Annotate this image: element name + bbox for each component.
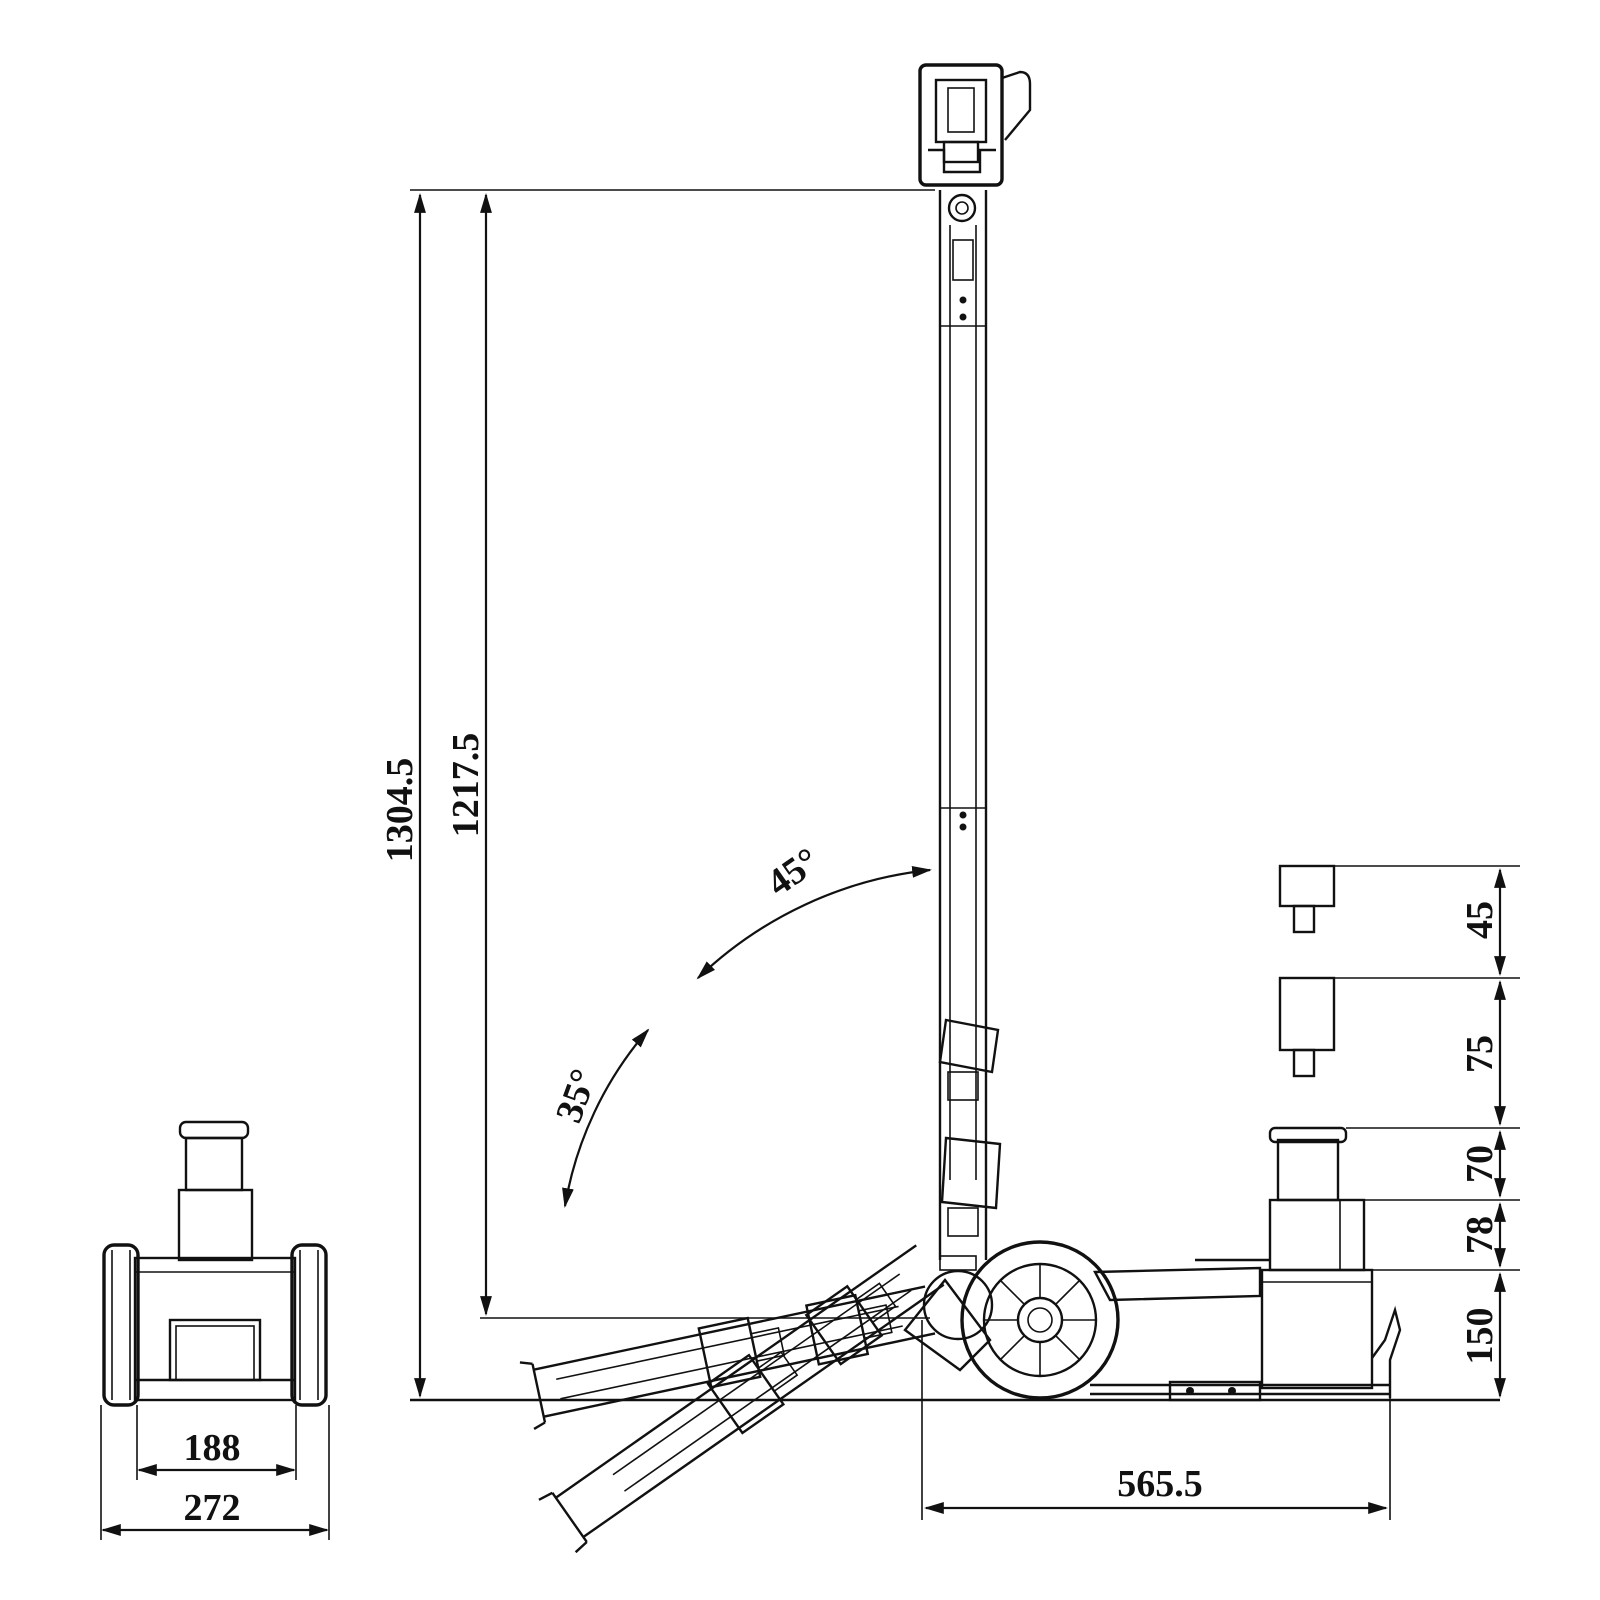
arc-45deg [696,865,932,980]
handle-sleeve-lower [940,1136,1002,1210]
front-ram-upper [184,1136,244,1192]
extension-adapter-45 [1278,864,1336,934]
extension-adapter-75 [1278,976,1336,1078]
handle-vertical [918,63,1032,1260]
label-angle-35: 35° [548,1064,606,1128]
front-view [100,1120,330,1540]
side-wheel [960,1240,1120,1400]
front-wheel-right [290,1243,328,1407]
label-inner-width: 188 [184,1427,241,1469]
handle-knob [947,193,977,223]
front-saddle [178,1120,250,1140]
handle-45-sleeve-a [706,1353,786,1435]
arc-35deg [562,1028,650,1208]
side-cylinder [1260,1268,1374,1390]
side-chassis [1090,1126,1402,1402]
wheel-spokes [984,1264,1096,1376]
label-height-saddle: 1217.5 [445,733,487,838]
handle-35deg [519,1285,936,1430]
label-angle-45: 45° [759,840,827,905]
handle-45deg [538,1244,945,1554]
front-wheel-left [102,1243,140,1407]
side-ram-stage-2 [1268,1198,1366,1272]
handle-socket [903,1255,994,1372]
side-saddle [1268,1126,1348,1144]
label-outer-width: 272 [184,1487,241,1529]
label-base-length: 565.5 [1117,1463,1203,1505]
front-ram-lower [177,1188,254,1262]
label-min-height-150: 150 [1459,1308,1501,1365]
front-pump-housing [168,1318,262,1382]
label-height-total: 1304.5 [379,758,421,863]
front-frame [133,1256,297,1402]
label-extension-75: 75 [1459,1035,1501,1073]
label-ram-70: 70 [1459,1145,1501,1183]
label-ram-78: 78 [1459,1216,1501,1254]
label-extension-45: 45 [1459,901,1501,939]
handle-sleeve-upper [938,1018,1000,1074]
control-head [918,63,1004,187]
side-ram-stage-1 [1276,1138,1340,1202]
